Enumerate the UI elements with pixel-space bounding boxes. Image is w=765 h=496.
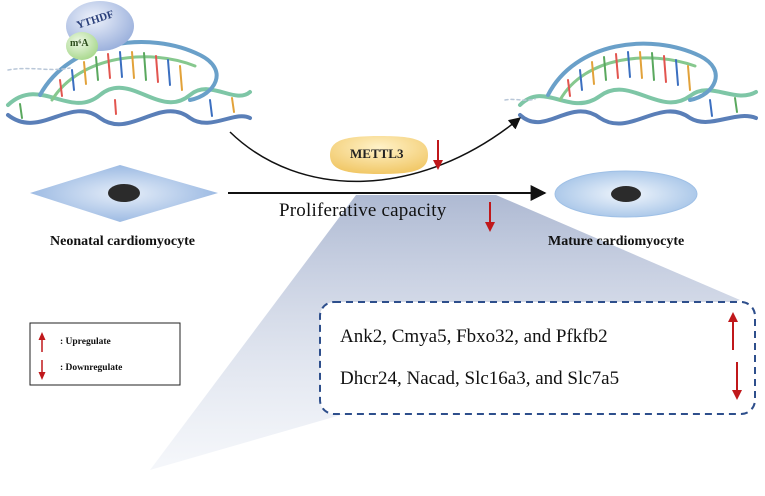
- mettl3-label: METTL3: [350, 146, 404, 161]
- legend-upregulate-text: : Upregulate: [60, 337, 111, 347]
- gene-up-arrow-icon: [728, 312, 738, 350]
- m6a-mark-icon: [66, 32, 98, 60]
- proliferative-capacity-label: Proliferative capacity: [279, 200, 447, 221]
- proliferative-down-arrow-icon: [485, 202, 495, 232]
- legend-box: [29, 322, 181, 386]
- right-dna-helix-icon: [504, 41, 758, 126]
- transition-curve-arrow: [229, 117, 521, 183]
- left-dna-helix-icon: [6, 40, 252, 127]
- mature-cardiomyocyte-label: Mature cardiomyocyte: [548, 234, 685, 249]
- downregulated-genes-text: Dhcr24, Nacad, Slc16a3, and Slc7a5: [340, 368, 620, 389]
- m6a-label: m⁶A: [70, 38, 89, 49]
- mature-nucleus-icon: [611, 186, 641, 202]
- gene-box-border: [319, 301, 756, 415]
- gene-down-arrow-icon: [732, 362, 742, 400]
- legend-up-arrow-icon: [38, 332, 46, 352]
- legend-down-arrow-icon: [38, 360, 46, 380]
- mettl3-badge-shape: [330, 136, 428, 174]
- mettl3-down-arrow-icon: [433, 140, 443, 170]
- neonatal-cardiomyocyte-label: Neonatal cardiomyocyte: [50, 234, 196, 249]
- upregulated-genes-text: Ank2, Cmya5, Fbxo32, and Pfkfb2: [340, 326, 608, 347]
- legend-downregulate-text: : Downregulate: [60, 363, 123, 373]
- neonatal-nucleus-icon: [108, 184, 140, 202]
